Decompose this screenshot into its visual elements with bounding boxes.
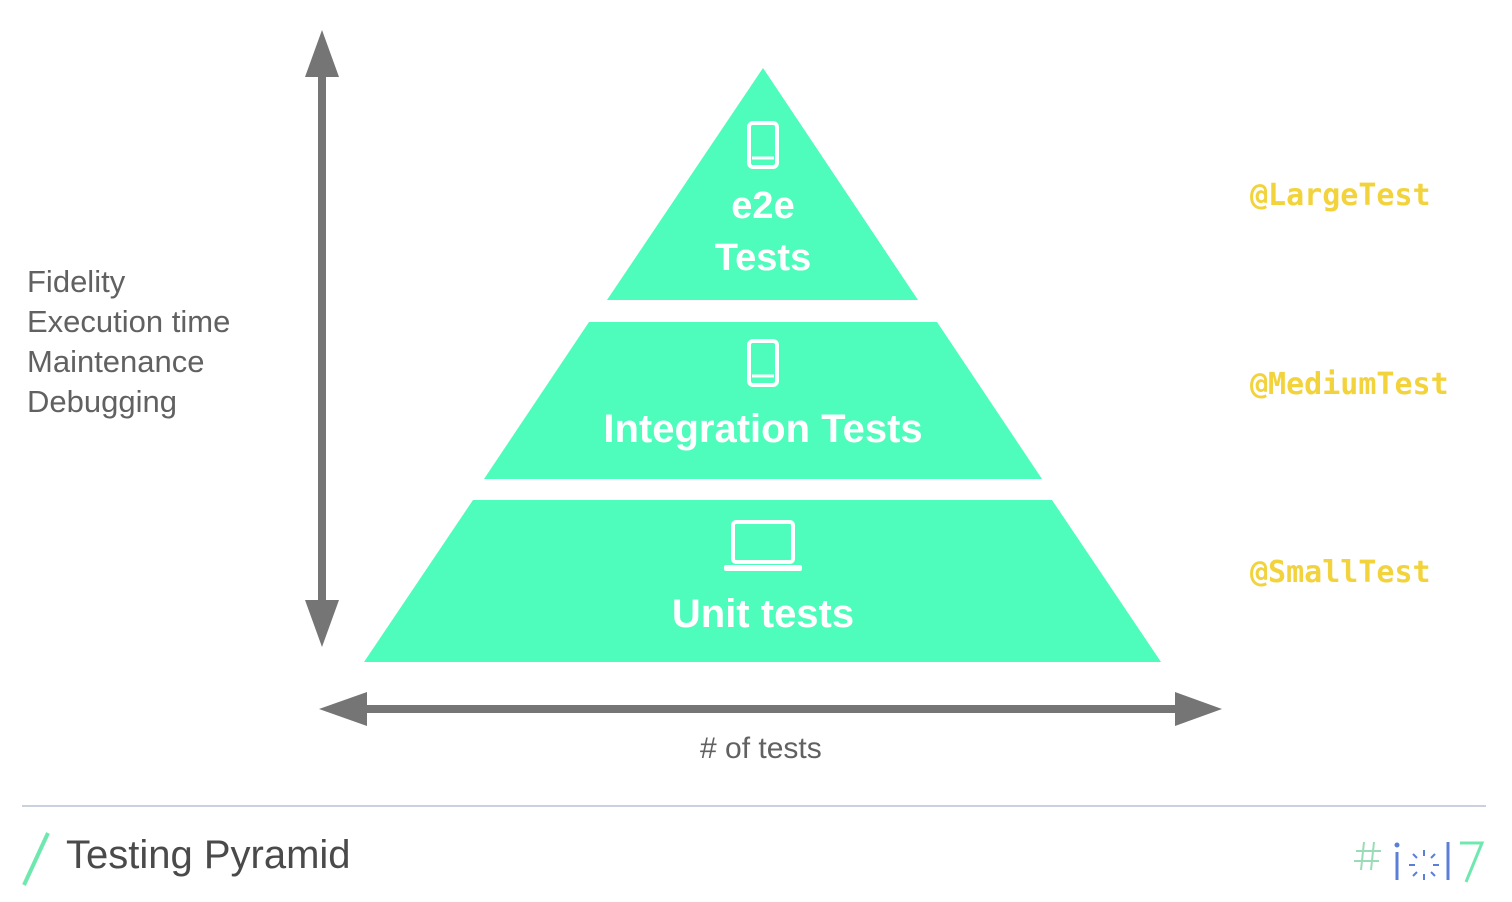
tier-unit-label: Unit tests xyxy=(671,592,855,636)
axis-label-maintenance: Maintenance xyxy=(27,344,205,379)
io17-logo xyxy=(1354,841,1485,883)
tier-e2e-label: e2e Tests xyxy=(663,180,863,284)
axis-label-fidelity: Fidelity xyxy=(27,264,126,299)
vertical-double-arrow xyxy=(305,30,339,647)
tier-e2e-line2: Tests xyxy=(714,237,812,279)
pyramid-tier-unit xyxy=(364,500,1161,662)
pyramid-tier-integration xyxy=(484,322,1042,479)
annotation-medium-test: @MediumTest xyxy=(1250,367,1449,402)
slide-title: Testing Pyramid xyxy=(66,833,351,877)
pyramid-tier-e2e xyxy=(607,68,918,300)
annotation-small-test: @SmallTest xyxy=(1250,555,1431,590)
vertical-axis-labels: Fidelity Execution time Maintenance Debu… xyxy=(27,262,230,422)
footer-slash-accent xyxy=(22,832,50,886)
horizontal-double-arrow xyxy=(319,692,1222,726)
laptop-icon xyxy=(724,520,802,571)
phone-icon xyxy=(747,339,779,387)
annotation-large-test: @LargeTest xyxy=(1250,178,1431,213)
phone-icon xyxy=(747,121,779,169)
tier-e2e-line1: e2e xyxy=(731,185,795,227)
axis-label-debugging: Debugging xyxy=(27,384,177,419)
axis-label-execution-time: Execution time xyxy=(27,304,231,339)
tier-integration-label: Integration Tests xyxy=(603,407,923,451)
horizontal-axis-label: # of tests xyxy=(700,732,822,765)
